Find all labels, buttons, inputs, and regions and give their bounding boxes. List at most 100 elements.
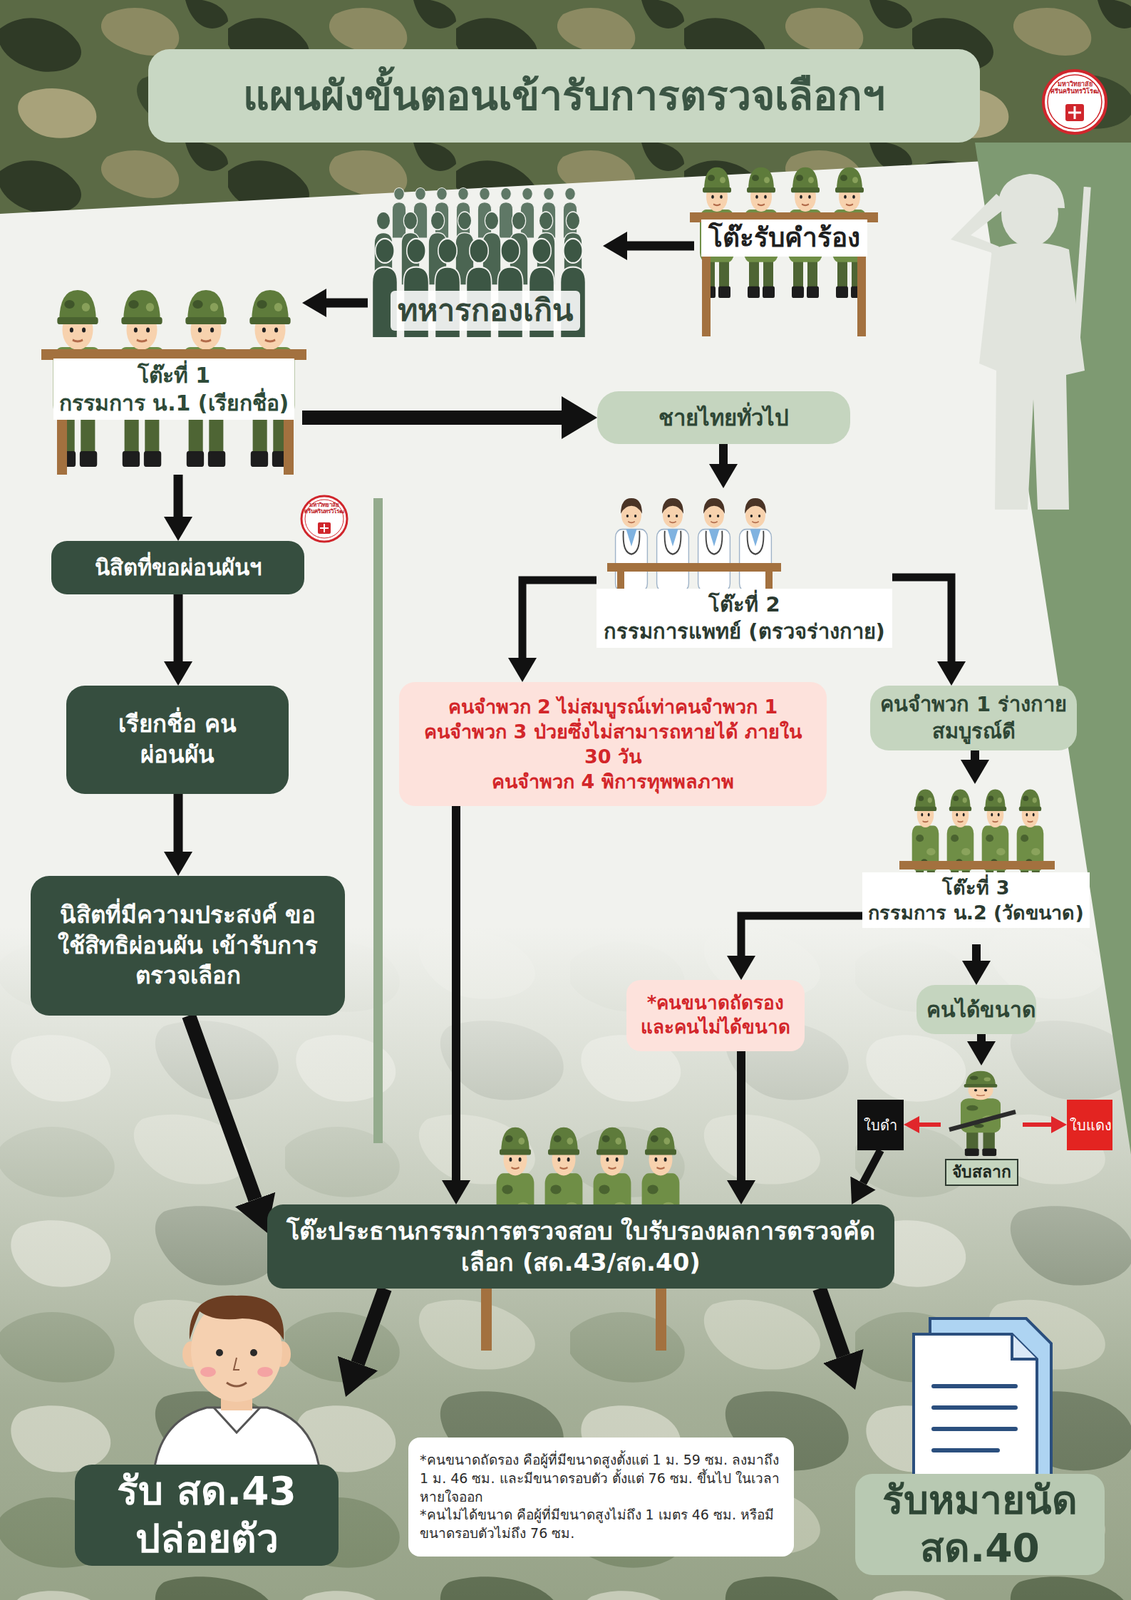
flow-arrow: [173, 793, 184, 852]
node-text: ใบแดง: [1069, 1116, 1110, 1135]
red-card: ใบแดง: [1066, 1099, 1113, 1151]
node-text: *คนขนาดถัดรอง คือผู้ที่มีขนาดสูงตั้งแต่ …: [419, 1450, 783, 1506]
summons-document: [913, 1318, 1052, 1497]
node-text: กรรมการ น.2 (วัดขนาด): [868, 900, 1084, 926]
node-text: โต๊ะประธานกรรมการตรวจสอบ ใบรับรองผลการตร…: [281, 1215, 881, 1278]
conscript-crowd: ทหารกองเกิน: [367, 186, 603, 338]
status-box: คนได้ขนาด: [916, 984, 1037, 1035]
measure-table-scene: [899, 860, 1055, 870]
process-box: นิสิตที่มีความประสงค์ ขอใช้สิทธิผ่อนผัน …: [30, 875, 345, 1016]
label-plate: ทหารกองเกิน: [390, 290, 581, 331]
flow-arrow: [522, 580, 597, 658]
table-one: โต๊ะที่ 1กรรมการ น.1 (เรียกชื่อ): [45, 275, 303, 475]
medical-table-scene: [657, 498, 690, 592]
label-plate: รับ สด.43 ปล่อยตัว: [74, 1464, 339, 1566]
medical-table-scene: [617, 571, 625, 591]
summons-result: รับหมายนัด สด.40: [855, 1311, 1105, 1575]
flow-arrow: [977, 1034, 986, 1042]
flow-arrow: [970, 750, 980, 760]
node-text: ชายไทยทั่วไป: [610, 403, 838, 432]
flow-arrow: [919, 1122, 941, 1127]
node-text: คนจำพวก 4 พิการทุพพลภาพ: [410, 768, 816, 794]
flow-arrow: [892, 577, 952, 662]
connector-group: [178, 245, 1052, 1364]
node-text: โต๊ะที่ 1: [59, 361, 290, 390]
medical-table-scene: [607, 563, 782, 572]
conscript-crowd-art: [413, 187, 427, 239]
request-table-scene: [689, 167, 879, 337]
flow-arrow: [736, 1051, 746, 1181]
logo-emblem: [301, 496, 348, 542]
background-ground: [0, 926, 1131, 1600]
node-text: *คนขนาดถัดรอง และคนไม่ได้ขนาด: [634, 991, 797, 1040]
saluting-soldier-silhouette: [950, 173, 1092, 510]
warning-box: คนจำพวก 2 ไม่สมบูรณ์เท่าคนจำพวก 1คนจำพวก…: [399, 682, 827, 807]
request-table: โต๊ะรับคำร้อง: [694, 161, 874, 317]
medical-table: โต๊ะที่ 2กรรมการแพทย์ (ตรวจร่างกาย): [596, 488, 893, 674]
medical-table-scene: [698, 498, 731, 592]
flow-arrow: [863, 1150, 881, 1184]
warning-box: *คนขนาดถัดรอง และคนไม่ได้ขนาด: [626, 979, 805, 1052]
flow-arrow: [627, 241, 695, 251]
logo-emblem: [317, 522, 331, 534]
logo-emblem: [319, 523, 329, 533]
summons-document: [933, 1386, 1016, 1451]
lottery-soldier: [949, 1071, 1016, 1156]
flow-arrow: [451, 806, 461, 1181]
node-text: โต๊ะรับคำร้อง: [708, 220, 861, 256]
chairman-table-scene: [655, 1282, 667, 1351]
flow-arrow: [357, 1288, 385, 1364]
node-text: กรรมการ น.1 (เรียกชื่อ): [59, 389, 290, 417]
black-card: ใบดำ: [857, 1099, 904, 1151]
chairman-table-scene: [481, 1282, 492, 1351]
node-text: คนจำพวก 3 ป่วยซึ่งไม่สามารถหายได้ ภายใน …: [410, 719, 816, 769]
man-illustration: [213, 1407, 261, 1433]
conscript-crowd-art: [391, 187, 406, 239]
man-illustration: [215, 1349, 224, 1357]
flow-arrow: [972, 944, 981, 961]
logo-emblem: [1047, 74, 1102, 129]
table-one-scene: [41, 290, 307, 475]
man-illustration: [200, 1366, 216, 1377]
lottery-tag: จับสลาก: [940, 1065, 1023, 1192]
flow-arrow: [1022, 1122, 1052, 1127]
measure-table: โต๊ะที่ 3กรรมการ น.2 (วัดขนาด): [862, 783, 1090, 945]
separator-line: [373, 498, 383, 1144]
node-text: โต๊ะที่ 2: [603, 591, 886, 619]
node-text: ทหารกองเกิน: [397, 290, 573, 331]
saluting-soldier-silhouette: [950, 193, 1010, 254]
student-box: นิสิตที่ขอผ่อนผันฯ: [51, 540, 305, 595]
label-plate: จับสลาก: [944, 1158, 1019, 1186]
node-text: โต๊ะที่ 3: [868, 875, 1084, 901]
logo-emblem: [1068, 106, 1082, 120]
node-text: จับสลาก: [952, 1161, 1012, 1184]
node-text: รับ สด.43 ปล่อยตัว: [86, 1467, 328, 1563]
node-text: เรียกชื่อ คนผ่อนผัน: [101, 709, 253, 771]
flow-arrow: [188, 1015, 256, 1200]
logo-emblem: [1065, 104, 1084, 122]
title-text: แผนผังขั้นตอนเข้ารับการตรวจเลือกฯ: [243, 69, 886, 122]
node-text: นิสิตที่ขอผ่อนผันฯ: [62, 553, 293, 582]
logo-text: มหาวิทยาลัยศรีนครินทรวิโรฒ: [1047, 81, 1102, 96]
flow-arrow: [741, 915, 863, 956]
flow-arrow: [302, 410, 562, 425]
man-illustration: [153, 1295, 321, 1483]
flow-arrow: [819, 1288, 844, 1357]
background-ground: [0, 0, 1131, 214]
logo-text: มหาวิทยาลัยศรีนครินทรวิโรฒ: [303, 502, 345, 516]
logo-emblem: [1043, 70, 1107, 134]
medical-table-scene: [607, 498, 782, 592]
summons-document: [913, 1334, 1037, 1497]
flow-arrow: [326, 298, 368, 308]
note-box: *คนขนาดถัดรอง คือผู้ที่มีขนาดสูงตั้งแต่ …: [408, 1437, 794, 1557]
medical-table-scene: [615, 498, 648, 592]
saluting-soldier-silhouette: [997, 173, 1065, 209]
lottery-soldier: [949, 1111, 1016, 1130]
man-illustration: [257, 1366, 273, 1377]
label-plate: โต๊ะที่ 1กรรมการ น.1 (เรียกชื่อ): [53, 358, 296, 420]
conscript-crowd-art: [372, 187, 586, 338]
node-text: นิสิตที่มีความประสงค์ ขอใช้สิทธิผ่อนผัน …: [47, 900, 328, 993]
